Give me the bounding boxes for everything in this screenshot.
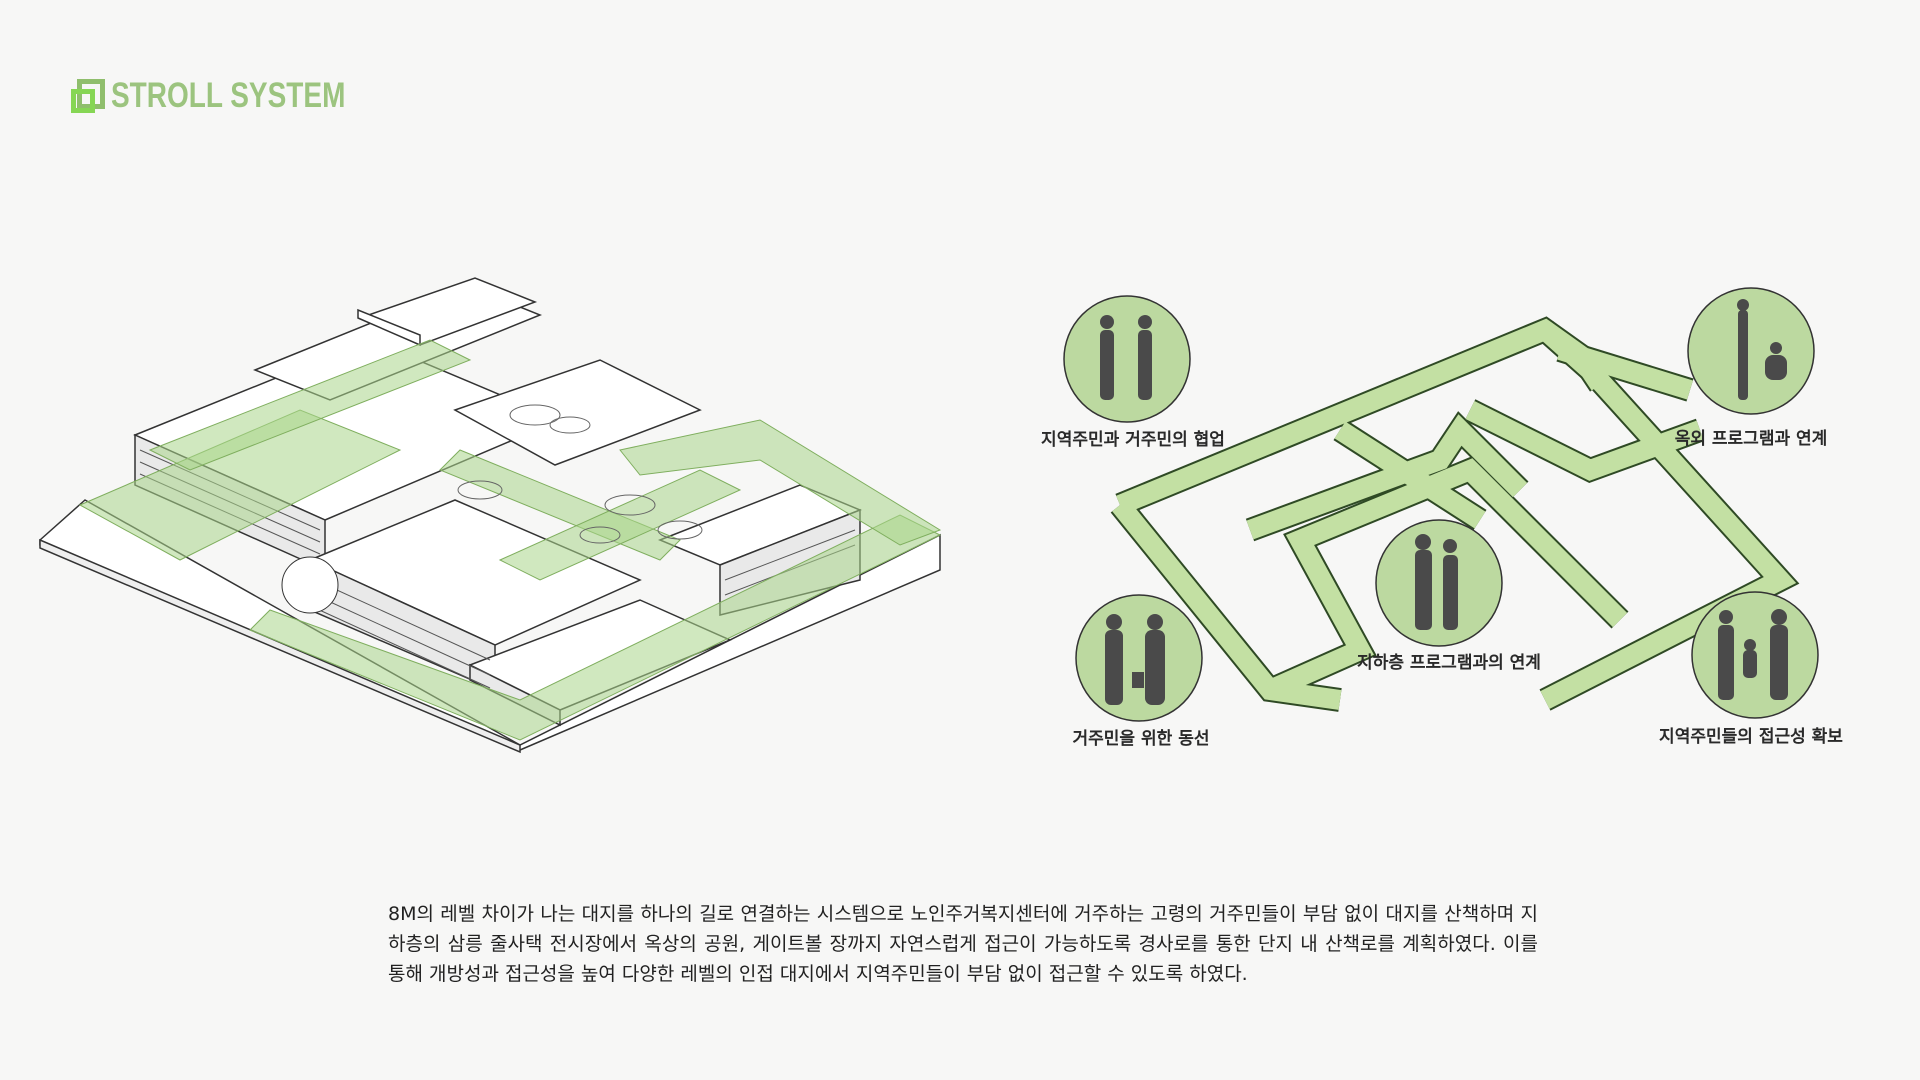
circle-basement: [1375, 519, 1503, 647]
description-paragraph: 8M의 레벨 차이가 나는 대지를 하나의 길로 연결하는 시스템으로 노인주거…: [388, 903, 1538, 985]
high-five-people-icon: [1100, 315, 1152, 400]
title-text: STROLL SYSTEM: [111, 76, 346, 115]
label-outdoor: 옥외 프로그램과 연계: [1674, 429, 1828, 449]
gateball-people-icon: [1737, 299, 1787, 400]
circle-outdoor: [1687, 287, 1815, 415]
family-with-child-icon: [1718, 609, 1788, 700]
section-title: STROLL SYSTEM: [71, 76, 404, 116]
couple-standing-icon: [1415, 534, 1458, 630]
label-collab: 지역주민과 거주민의 협업: [1041, 430, 1225, 450]
label-residents: 거주민을 위한 동선: [1072, 729, 1210, 749]
circle-collab: [1063, 295, 1191, 423]
label-basement: 지하층 프로그램과의 연계: [1357, 653, 1541, 673]
label-access: 지역주민들의 접근성 확보: [1659, 727, 1843, 747]
people-silhouette-icons: [1100, 299, 1788, 705]
elderly-walking-icon: [1105, 614, 1165, 705]
path-network: [1112, 318, 1797, 710]
logo-squares-icon: [71, 79, 105, 113]
stroll-path-overlay: [78, 339, 942, 741]
circle-residents: [1075, 594, 1203, 722]
plaza-circles: [281, 404, 703, 614]
